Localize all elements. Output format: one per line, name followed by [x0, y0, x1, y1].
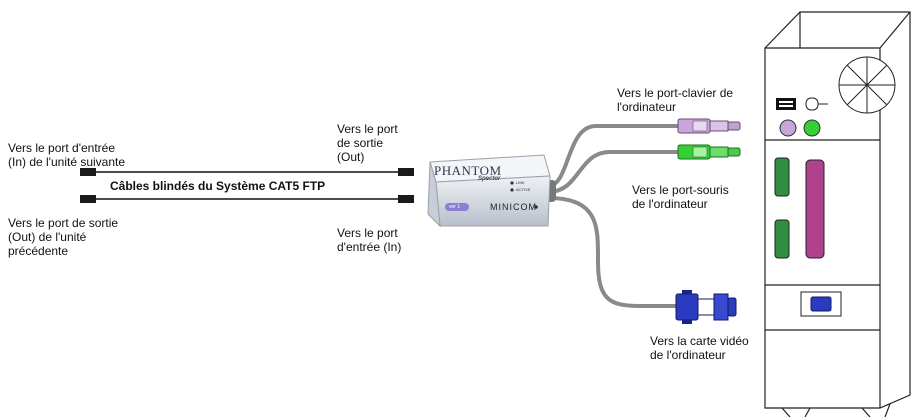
pc-keyboard-port: [779, 119, 797, 137]
label-video: Vers la carte vidéo de l'ordinateur: [650, 334, 749, 362]
active-led: [510, 188, 514, 192]
label-mouse: Vers le port-souris de l'ordinateur: [632, 183, 729, 211]
device-maker: MINICOM: [490, 202, 537, 212]
device-active-label: ACTIVE: [516, 187, 531, 192]
label-cables: Câbles blindés du Système CAT5 FTP: [110, 179, 326, 193]
rj45-plug-right-bottom: [398, 195, 414, 203]
pc-serial-port-top: [774, 157, 790, 197]
label-in-port: Vers le port d'entrée (In): [337, 226, 402, 254]
link-led: [510, 181, 514, 185]
device-brand: PHANTOM: [434, 163, 502, 178]
cat5-cables: [80, 168, 414, 203]
rj45-plug-left-bottom: [80, 195, 96, 203]
device-link-label: LINK: [516, 180, 525, 185]
video-plug: [675, 290, 737, 324]
mouse-plug: [677, 144, 741, 160]
rj45-plug-right-top: [398, 168, 414, 176]
rj45-plug-left-top: [80, 168, 96, 176]
label-prev-unit-out: Vers le port de sortie (Out) de l'unité …: [8, 216, 119, 258]
pc-video-port: [810, 296, 832, 312]
gray-cables: [546, 124, 680, 308]
fan-icon: [838, 56, 896, 114]
device-model: Spector: [478, 176, 501, 182]
pc-mouse-port: [803, 119, 821, 137]
keyboard-port-icon: [776, 98, 796, 110]
pc-serial-port-bottom: [774, 219, 790, 259]
device-badge-label: ver 1: [449, 204, 461, 210]
mouse-port-icon: [805, 97, 828, 111]
keyboard-plug: [677, 118, 741, 134]
device-badge: [445, 203, 469, 211]
pc-parallel-port: [805, 159, 825, 259]
label-next-unit-in: Vers le port d'entrée (In) de l'unité su…: [8, 141, 126, 169]
label-keyboard: Vers le port-clavier de l'ordinateur: [617, 86, 734, 114]
device-screw: [534, 205, 538, 209]
label-out-port: Vers le port de sortie (Out): [337, 122, 398, 164]
phantom-device: [427, 154, 551, 228]
